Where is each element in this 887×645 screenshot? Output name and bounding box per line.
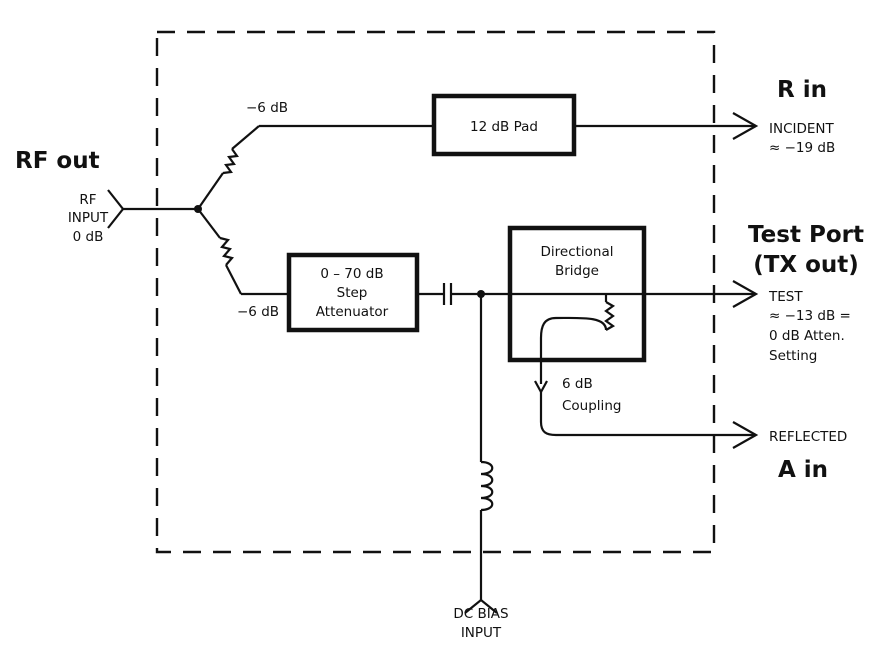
- attenuator-box: [286, 252, 420, 333]
- attenuator-label-1: 0 – 70 dB: [320, 266, 383, 282]
- rf-input-label-1: RF: [79, 192, 96, 208]
- reflected-output-line: [539, 392, 756, 437]
- upper-branch-wire: [197, 172, 224, 210]
- bias-inductor: [480, 460, 494, 512]
- incident-label-1: INCIDENT: [769, 121, 835, 137]
- incident-label-2: ≈ −19 dB: [769, 140, 835, 156]
- reflected-arrow-icon: [732, 421, 759, 449]
- coupling-label-2: Coupling: [562, 398, 621, 414]
- attenuator-label-3: Attenuator: [316, 304, 389, 320]
- upper-split-level: −6 dB: [246, 100, 288, 116]
- bridge-label-1: Directional: [540, 244, 613, 260]
- dc-bias-label-1: DC BIAS: [453, 606, 508, 622]
- pad-label: 12 dB Pad: [470, 119, 538, 135]
- test-label-2: ≈ −13 dB =: [769, 308, 851, 324]
- rf-input-label-3: 0 dB: [73, 229, 104, 245]
- lower-branch-wire: [197, 208, 221, 239]
- test-label-1: TEST: [768, 289, 803, 305]
- dashed-enclosure: [155, 30, 716, 554]
- lower-branch-wire-2: [225, 264, 242, 295]
- attenuator-label-2: Step: [337, 285, 368, 301]
- lower-branch-resistor: [219, 236, 234, 266]
- incident-arrow-icon: [732, 112, 759, 140]
- lower-split-level: −6 dB: [237, 304, 279, 320]
- coupling-label-1: 6 dB: [562, 376, 593, 392]
- rf-input-label-2: INPUT: [68, 210, 109, 226]
- test-port-annotation-1: Test Port: [748, 222, 864, 248]
- rf-input-connector: [107, 189, 125, 229]
- test-label-3: 0 dB Atten.: [769, 328, 845, 344]
- test-label-4: Setting: [769, 348, 817, 364]
- dc-bias-connector: [464, 598, 498, 614]
- bridge-resistor: [604, 301, 616, 331]
- upper-branch-resistor: [222, 148, 239, 175]
- reflected-label: REFLECTED: [769, 429, 847, 445]
- test-arrow-icon: [732, 280, 759, 308]
- coupling-path: [539, 316, 608, 384]
- bridge-label-2: Bridge: [555, 263, 599, 279]
- rf-out-annotation: RF out: [15, 148, 100, 174]
- dc-bias-label-2: INPUT: [461, 625, 502, 641]
- upper-branch-wire-2: [231, 125, 260, 150]
- a-in-annotation: A in: [778, 457, 828, 483]
- test-port-annotation-2: (TX out): [753, 252, 859, 278]
- r-in-annotation: R in: [777, 77, 827, 103]
